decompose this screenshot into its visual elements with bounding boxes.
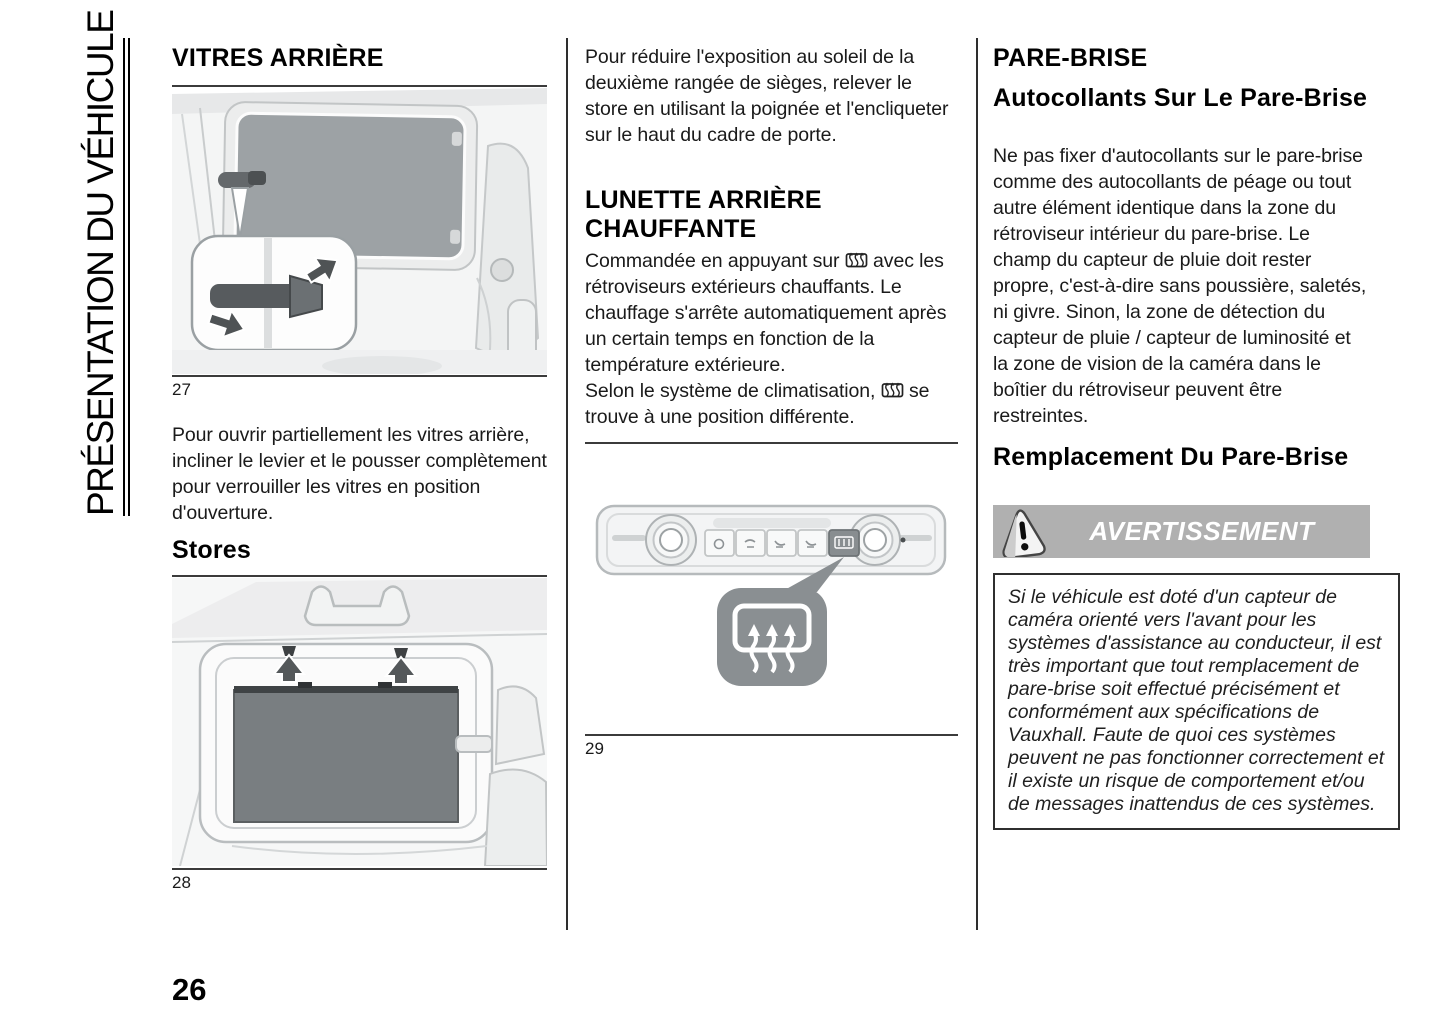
sidebar-underline [128, 38, 130, 516]
rear-window-latch-illustration [172, 88, 547, 376]
section-heading-pare-brise: PARE-BRISE [993, 44, 1148, 72]
sidebar-underline [123, 38, 125, 516]
subheading-remplacement: Remplacement Du Pare-Brise [993, 443, 1349, 471]
figure-29-climate-panel [585, 446, 958, 734]
paragraph-text: avec les rétroviseurs extérieurs chauffa… [585, 250, 947, 376]
figure-29-caption: 29 [585, 739, 604, 758]
figure-28-window-blind [171, 578, 549, 867]
column-divider [566, 38, 568, 930]
figure-rule [172, 375, 547, 377]
chapter-sidebar: PRÉSENTATION DU VÉHICULE [80, 10, 130, 516]
figure-rule [172, 85, 547, 87]
column-3: PARE-BRISE Autocollants Sur Le Pare-Bris… [993, 44, 1400, 830]
paragraph-text: Commandée en appuyant sur [585, 250, 845, 272]
windscreen-stickers-paragraph: Ne pas fixer d'autocollants sur le pare-… [993, 145, 1367, 427]
rear-windows-paragraph: Pour ouvrir partiellement les vitres arr… [172, 424, 547, 524]
figure-28-caption: 28 [172, 873, 191, 892]
warning-text-box: Si le véhicule est doté d'un capteur de … [993, 573, 1400, 830]
figure-rule [585, 734, 958, 736]
figure-27-caption: 27 [172, 380, 191, 399]
heated-rear-window-icon [845, 252, 868, 268]
window-blind-illustration [171, 578, 549, 867]
chapter-title: PRÉSENTATION DU VÉHICULE [80, 10, 121, 516]
column-divider [976, 38, 978, 930]
paragraph-text: Selon le système de climatisation, [585, 380, 881, 402]
heated-rear-window-icon [881, 382, 903, 398]
section-heading-stores: Stores [172, 536, 252, 564]
figure-27-rear-window-latch [172, 88, 547, 376]
paragraph-text: se trouve à une position différente. [585, 380, 930, 428]
figure-rule [172, 575, 547, 577]
section-heading-vitres-arriere: VITRES ARRIÈRE [172, 44, 384, 72]
blind-usage-paragraph: Pour réduire l'exposition au soleil de l… [585, 46, 949, 146]
figure-rule [172, 868, 547, 870]
section-heading-lunette: LUNETTE ARRIÈRE CHAUFFANTE [585, 186, 822, 243]
warning-triangle-icon [1002, 508, 1046, 557]
figure-rule [585, 442, 958, 444]
warning-banner-label: AVERTISSEMENT [1089, 516, 1315, 546]
warning-banner: AVERTISSEMENT [993, 505, 1370, 558]
page-number: 26 [172, 972, 207, 1007]
subheading-autocollants: Autocollants Sur Le Pare-Brise [993, 84, 1368, 112]
climate-panel-illustration [585, 446, 958, 734]
heated-window-paragraph: Commandée en appuyant sur avec les rétro… [585, 248, 958, 430]
